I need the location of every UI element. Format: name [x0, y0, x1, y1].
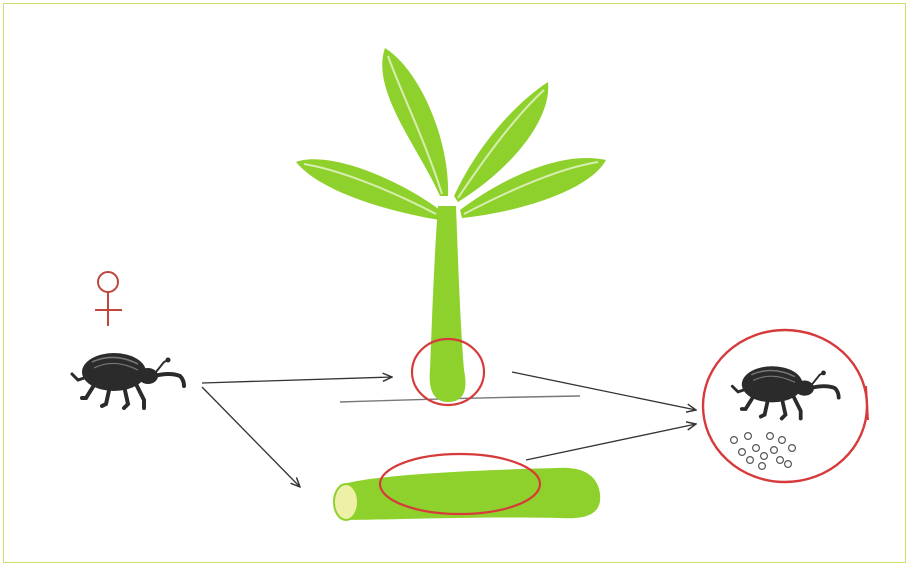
egg-icon	[759, 463, 766, 470]
egg-icon	[739, 449, 746, 456]
egg-icon	[731, 437, 738, 444]
egg-icon	[745, 433, 752, 440]
egg-icon	[761, 453, 768, 460]
arrow-to-trunk	[202, 377, 392, 383]
egg-icon	[779, 437, 786, 444]
egg-icon	[785, 461, 792, 468]
egg-icon	[777, 457, 784, 464]
egg-icon	[771, 447, 778, 454]
female-symbol-icon	[95, 272, 122, 326]
pseudostem-icon	[334, 468, 600, 520]
arrow-to-pseudostem	[202, 387, 300, 487]
arrow-trunk-to-result	[512, 372, 696, 410]
egg-icon	[747, 457, 754, 464]
arrow-pseudostem-to-result	[526, 424, 696, 460]
egg-icon	[753, 445, 760, 452]
egg-icon	[789, 445, 796, 452]
weevil-icon	[72, 353, 184, 408]
banana-plant-icon	[296, 48, 606, 402]
egg-icon	[767, 433, 774, 440]
